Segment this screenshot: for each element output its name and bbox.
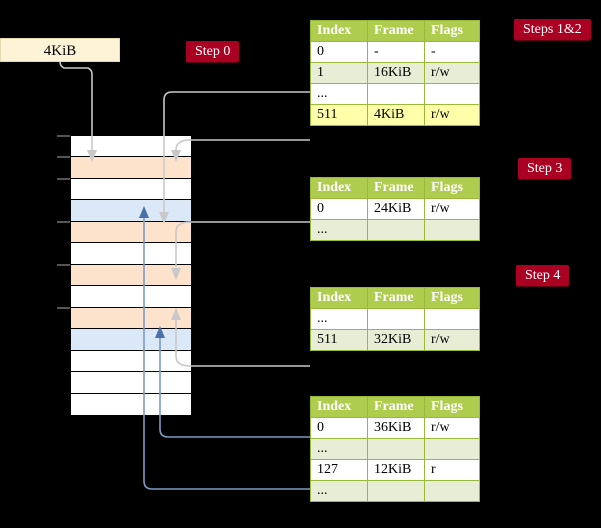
column-header-flags: Flags: [424, 396, 480, 418]
cell-index: ...: [310, 480, 368, 502]
cell-index: 0: [310, 41, 368, 63]
cell-flags: -: [424, 41, 480, 63]
column-header-frame: Frame: [367, 20, 425, 42]
memory-tick-0: [57, 135, 70, 137]
table-header-row: Index Frame Flags: [310, 396, 480, 418]
memory-frame-7: [71, 286, 191, 308]
memory-frame-10: [71, 350, 191, 373]
cell-index: 0: [310, 417, 368, 439]
table-header-row: Index Frame Flags: [310, 20, 480, 42]
cell-flags: [424, 480, 480, 502]
cell-index: ...: [310, 308, 368, 330]
table-row: ...: [310, 480, 480, 502]
column-header-frame: Frame: [367, 287, 425, 309]
memory-frame-11: [71, 372, 191, 394]
physical-memory-column: [70, 135, 191, 415]
badge-step-4: Step 4: [516, 265, 570, 286]
cell-index: 511: [310, 329, 368, 351]
memory-tick-1: [57, 156, 70, 159]
page-table-level-2: Index Frame Flags 0 24KiB r/w ...: [310, 177, 480, 241]
table-row: 511 32KiB r/w: [310, 329, 480, 351]
badge-step-0: Step 0: [186, 41, 240, 62]
page-table-level-1: Index Frame Flags 0 - - 1 16KiB r/w ...: [310, 20, 480, 126]
cell-frame: 4KiB: [367, 104, 425, 126]
cell-flags: r/w: [424, 417, 480, 439]
page-table-level-4: Index Frame Flags 0 36KiB r/w ... 127 12…: [310, 396, 480, 502]
column-header-flags: Flags: [424, 20, 480, 42]
cell-flags: r/w: [424, 104, 480, 126]
column-header-index: Index: [310, 20, 368, 42]
column-header-frame: Frame: [367, 177, 425, 199]
table-row: ...: [310, 83, 480, 105]
badge-step-3: Step 3: [518, 158, 572, 179]
table-row: 0 - -: [310, 41, 480, 63]
memory-frame-8: [71, 307, 191, 330]
memory-frame-3: [71, 200, 191, 222]
memory-tick-6: [57, 263, 70, 266]
table-header-row: Index Frame Flags: [310, 177, 480, 199]
cell-frame: [367, 219, 425, 241]
cell-flags: [424, 219, 480, 241]
memory-frame-0: [71, 136, 191, 158]
memory-frame-5: [71, 243, 191, 265]
cell-index: ...: [310, 83, 368, 105]
cell-flags: [424, 438, 480, 460]
cell-flags: [424, 308, 480, 330]
table-row-highlighted: 511 4KiB r/w: [310, 104, 480, 126]
column-header-index: Index: [310, 177, 368, 199]
memory-frame-4: [71, 221, 191, 244]
table-row: ...: [310, 219, 480, 241]
source-frame-box: 4KiB: [0, 38, 120, 62]
memory-frame-9: [71, 329, 191, 351]
memory-frame-12: [71, 393, 191, 415]
cell-flags: r: [424, 459, 480, 481]
cell-flags: r/w: [424, 62, 480, 84]
memory-frame-6: [71, 264, 191, 287]
cell-frame: 16KiB: [367, 62, 425, 84]
badge-steps-1-2: Steps 1&2: [514, 19, 591, 40]
cell-frame: 24KiB: [367, 198, 425, 220]
table-row: 1 16KiB r/w: [310, 62, 480, 84]
cell-frame: -: [367, 41, 425, 63]
cell-index: 0: [310, 198, 368, 220]
memory-tick-2: [57, 177, 70, 180]
memory-tick-8: [57, 306, 70, 309]
column-header-index: Index: [310, 287, 368, 309]
cell-index: 127: [310, 459, 368, 481]
table-row: 127 12KiB r: [310, 459, 480, 481]
cell-index: 1: [310, 62, 368, 84]
memory-frame-2: [71, 178, 191, 201]
column-header-flags: Flags: [424, 177, 480, 199]
cell-index: ...: [310, 438, 368, 460]
column-header-frame: Frame: [367, 396, 425, 418]
table-row: ...: [310, 308, 480, 330]
cell-frame: [367, 438, 425, 460]
cell-flags: r/w: [424, 198, 480, 220]
column-header-flags: Flags: [424, 287, 480, 309]
table-header-row: Index Frame Flags: [310, 287, 480, 309]
cell-frame: 32KiB: [367, 329, 425, 351]
memory-frame-1: [71, 157, 191, 179]
page-table-level-3: Index Frame Flags ... 511 32KiB r/w: [310, 287, 480, 351]
table-row: 0 24KiB r/w: [310, 198, 480, 220]
cell-index: ...: [310, 219, 368, 241]
cell-frame: [367, 480, 425, 502]
cell-frame: 12KiB: [367, 459, 425, 481]
cell-frame: [367, 83, 425, 105]
cell-flags: r/w: [424, 329, 480, 351]
table-row: ...: [310, 438, 480, 460]
column-header-index: Index: [310, 396, 368, 418]
cell-frame: [367, 308, 425, 330]
cell-index: 511: [310, 104, 368, 126]
cell-flags: [424, 83, 480, 105]
cell-frame: 36KiB: [367, 417, 425, 439]
memory-tick-4: [57, 220, 70, 223]
table-row: 0 36KiB r/w: [310, 417, 480, 439]
